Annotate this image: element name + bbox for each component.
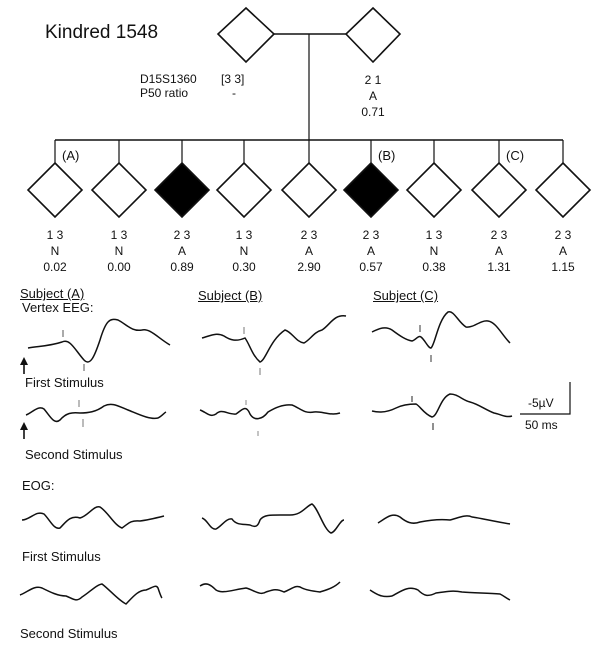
eeg-a-second-trace <box>25 403 167 423</box>
child-status: N <box>50 244 60 258</box>
child-status: A <box>494 244 503 258</box>
eog-c-first-trace <box>377 514 511 525</box>
child-ratio: 0.57 <box>359 260 383 274</box>
child-ratio: 0.00 <box>107 260 131 274</box>
child-subject-tag: (C) <box>506 148 525 163</box>
eog-second-stimulus-label: Second Stimulus <box>20 626 118 641</box>
child-ratio: 1.31 <box>487 260 511 274</box>
child-genotype: 1 3 <box>110 228 128 242</box>
parent-mother-symbol <box>344 6 402 64</box>
child-genotype: 2 3 <box>554 228 572 242</box>
child-ratio: 2.90 <box>297 260 321 274</box>
ratio-value-father: - <box>232 86 236 100</box>
unaffected-child-symbol <box>280 161 338 219</box>
unaffected-child-symbol <box>90 161 148 219</box>
scale-time-label: 50 ms <box>525 418 558 432</box>
child-genotype: 2 3 <box>300 228 318 242</box>
vertex-eeg-label: Vertex EEG: <box>22 300 94 315</box>
unaffected-child-symbol <box>26 161 84 219</box>
eog-b-second-trace <box>199 581 341 595</box>
child-ratio: 0.30 <box>232 260 256 274</box>
eeg-b-first-trace <box>201 315 347 363</box>
scale-bar <box>520 382 571 415</box>
child-ratio: 0.89 <box>170 260 194 274</box>
unaffected-child-symbol <box>534 161 592 219</box>
child-subject-tag: (B) <box>378 148 396 163</box>
parent-father-symbol <box>216 6 276 64</box>
child-genotype: 1 3 <box>46 228 64 242</box>
eog-b-first-trace <box>201 503 345 534</box>
unaffected-child-symbol <box>470 161 528 219</box>
child-ratio: 1.15 <box>551 260 575 274</box>
subject-c-label: Subject (C) <box>373 288 439 303</box>
child-genotype: 1 3 <box>425 228 443 242</box>
child-genotype: 1 3 <box>235 228 253 242</box>
child-ratio: 0.02 <box>43 260 67 274</box>
eog-a-second-trace <box>19 583 163 605</box>
eeg-a-first-trace <box>27 318 171 363</box>
marker-label: D15S1360 <box>140 72 197 86</box>
unaffected-child-symbol <box>215 161 273 219</box>
figure-title: Kindred 1548 <box>45 22 159 43</box>
child-status: A <box>366 244 375 258</box>
eeg-b-second-trace <box>199 404 341 420</box>
child-subject-tag: (A) <box>62 148 80 163</box>
child-status: A <box>304 244 313 258</box>
affected-child-symbol <box>342 161 400 219</box>
eog-first-stimulus-label: First Stimulus <box>22 549 101 564</box>
subject-b-label: Subject (B) <box>198 288 263 303</box>
second-stimulus-arrow-icon <box>20 422 28 439</box>
child-status: A <box>177 244 186 258</box>
eeg-c-second-trace <box>371 393 513 418</box>
eeg-second-stimulus-label: Second Stimulus <box>25 447 123 462</box>
child-status: A <box>558 244 567 258</box>
child-ratio: 0.38 <box>422 260 446 274</box>
subject-a-label: Subject (A) <box>20 286 85 301</box>
scale-voltage-label: -5µV <box>528 396 554 410</box>
mother-ratio: 0.71 <box>361 105 385 119</box>
child-genotype: 2 3 <box>490 228 508 242</box>
child-status: N <box>239 244 249 258</box>
ratio-label: P50 ratio <box>140 86 189 100</box>
unaffected-child-symbol <box>405 161 463 219</box>
affected-child-symbol <box>153 161 211 219</box>
eeg-c-first-trace <box>371 311 511 349</box>
child-genotype: 2 3 <box>173 228 191 242</box>
child-status: N <box>429 244 439 258</box>
mother-genotype: 2 1 <box>364 73 382 87</box>
child-genotype: 2 3 <box>362 228 380 242</box>
eog-label: EOG: <box>22 478 55 493</box>
marker-value-father: [3 3] <box>221 72 245 86</box>
eog-a-first-trace <box>21 506 165 529</box>
eeg-first-stimulus-label: First Stimulus <box>25 375 104 390</box>
first-stimulus-arrow-icon <box>20 357 28 374</box>
eog-c-second-trace <box>369 587 511 601</box>
child-status: N <box>114 244 124 258</box>
mother-status: A <box>368 89 377 103</box>
